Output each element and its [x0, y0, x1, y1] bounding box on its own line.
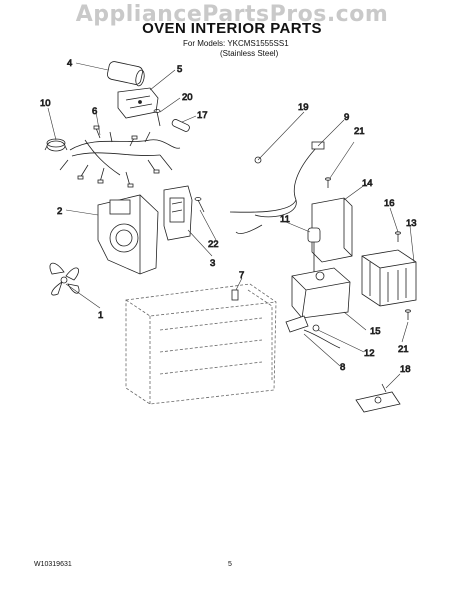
switch-bracket-part[interactable] [163, 185, 193, 241]
fuse-part[interactable] [171, 118, 190, 132]
callout-9: 9 [344, 112, 349, 123]
screw-part-16[interactable] [395, 231, 401, 242]
thermal-switch-part[interactable] [285, 315, 341, 349]
diode-part[interactable] [307, 227, 321, 272]
screw-part-22[interactable] [194, 197, 205, 213]
callout-15: 15 [370, 326, 381, 337]
page-title: OVEN INTERIOR PARTS [142, 20, 322, 37]
callout-2: 2 [57, 206, 62, 217]
callout-7: 7 [239, 270, 244, 281]
finish-line: (Stainless Steel) [220, 49, 279, 58]
model-info: For Models: YKCMS1555SS1 (Stainless Stee… [183, 39, 289, 59]
callout-11: 11 [280, 214, 290, 225]
latch-part[interactable] [231, 289, 239, 301]
callout-22: 22 [208, 239, 219, 250]
callout-3: 3 [210, 258, 215, 269]
callout-10: 10 [40, 98, 51, 109]
callout-8: 8 [340, 362, 345, 373]
callout-12: 12 [364, 348, 375, 359]
callout-21-right: 21 [398, 344, 409, 355]
sensor-part[interactable] [355, 383, 401, 413]
callout-13: 13 [406, 218, 417, 229]
screw-part-20[interactable] [153, 109, 161, 127]
callout-4: 4 [67, 58, 72, 69]
callout-1: 1 [98, 310, 103, 321]
transformer-part[interactable] [361, 249, 417, 307]
callout-17: 17 [197, 110, 208, 121]
callout-19: 19 [298, 102, 309, 113]
wiring-part[interactable] [229, 141, 325, 234]
callout-14: 14 [362, 178, 373, 189]
models-line: For Models: YKCMS1555SS1 [183, 39, 289, 48]
leader-lines [47, 62, 415, 389]
callout-6: 6 [92, 106, 97, 117]
capacitor-bracket-part[interactable] [117, 87, 159, 119]
document-number: W10319631 [34, 561, 72, 568]
screw-part-21-right[interactable] [405, 309, 411, 320]
callout-21-top: 21 [354, 126, 365, 137]
callout-18: 18 [400, 364, 411, 375]
fan-motor-housing-part[interactable] [97, 194, 159, 275]
fan-blade-part[interactable] [49, 262, 80, 296]
callout-20: 20 [182, 92, 193, 103]
magnetron-bracket-part[interactable] [311, 197, 353, 263]
callout-5: 5 [177, 64, 182, 75]
wire-harness-part[interactable] [59, 125, 181, 188]
oven-cavity-outline [125, 283, 277, 405]
high-voltage-capacitor-part[interactable] [291, 267, 351, 319]
callout-16: 16 [384, 198, 395, 209]
capacitor-part[interactable] [107, 61, 146, 87]
thermal-cutout-part[interactable] [44, 138, 68, 152]
page-number: 5 [228, 561, 232, 568]
watermark: AppliancePartsPros.com [75, 2, 389, 27]
screw-part-21-top[interactable] [325, 177, 331, 188]
